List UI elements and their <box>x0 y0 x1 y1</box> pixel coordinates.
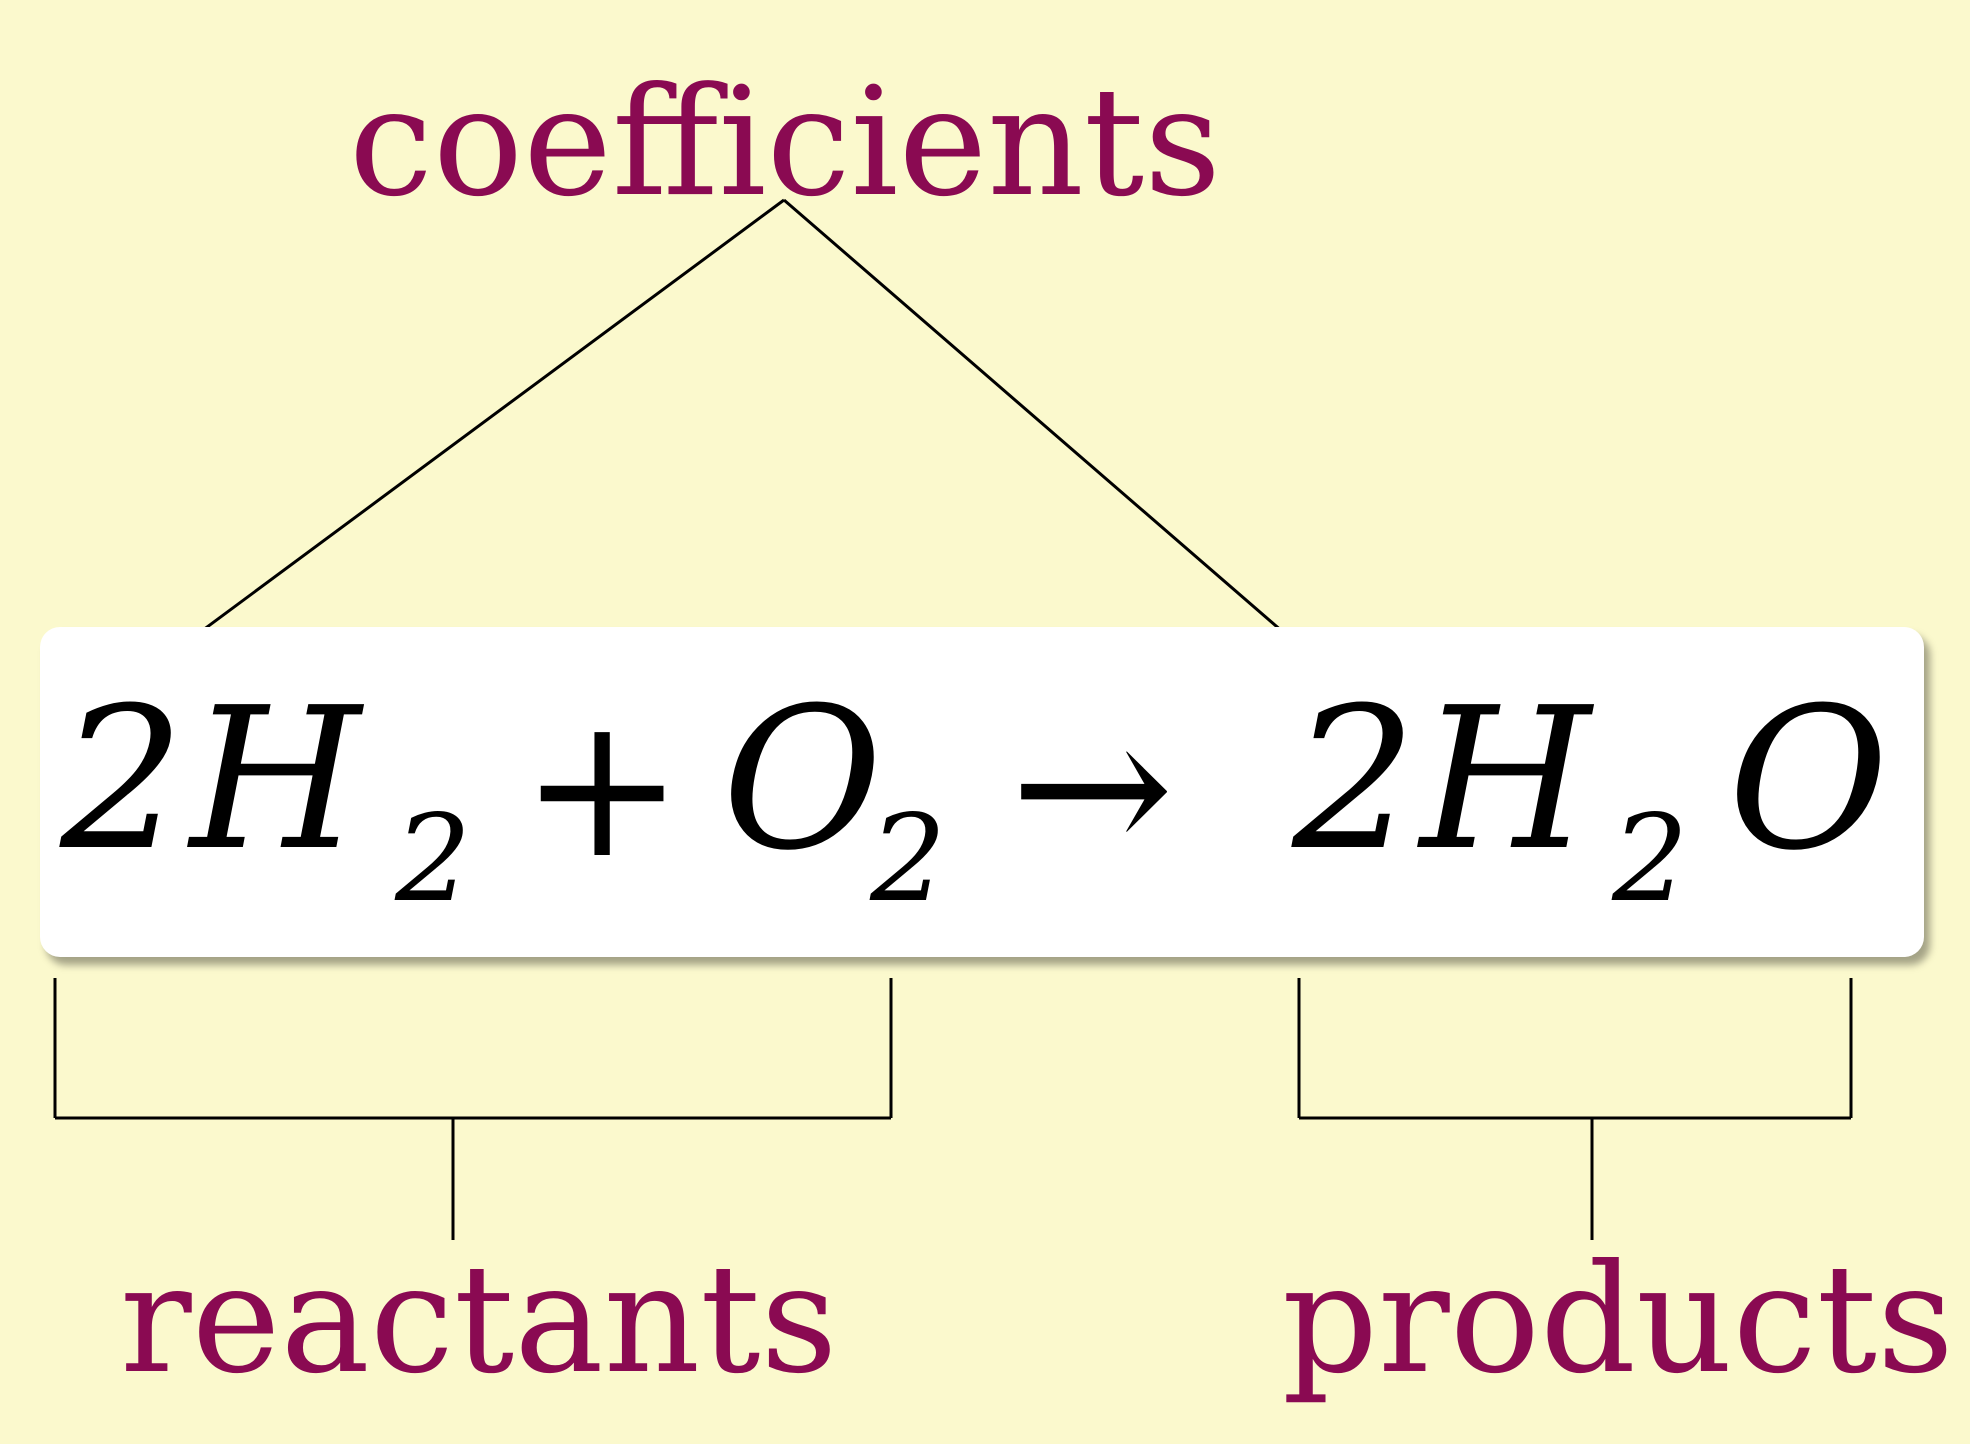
first-coefficient: 2 <box>60 666 185 894</box>
second-hydrogen-symbol: H <box>1420 666 1591 894</box>
third-subscript: 2 <box>1612 790 1689 929</box>
arrow-to-first-coefficient <box>121 198 785 692</box>
products-label: products <box>1282 1233 1954 1407</box>
first-subscript: 2 <box>395 790 472 929</box>
oxygen-symbol: O <box>722 666 883 894</box>
reactants-bracket <box>53 978 893 1240</box>
coefficient-arrows <box>119 198 1352 692</box>
products-bracket <box>1297 978 1853 1240</box>
plus-sign: + <box>520 674 685 902</box>
coefficients-label: coefficients <box>348 56 1222 230</box>
water-oxygen-symbol: O <box>1728 666 1889 894</box>
second-subscript: 2 <box>870 790 947 929</box>
reaction-arrow: → <box>1010 674 1175 902</box>
first-hydrogen-symbol: H <box>190 666 361 894</box>
arrow-to-second-coefficient <box>783 198 1351 692</box>
equation-box <box>40 627 1924 957</box>
reactants-label: reactants <box>120 1233 838 1407</box>
second-coefficient: 2 <box>1292 666 1417 894</box>
